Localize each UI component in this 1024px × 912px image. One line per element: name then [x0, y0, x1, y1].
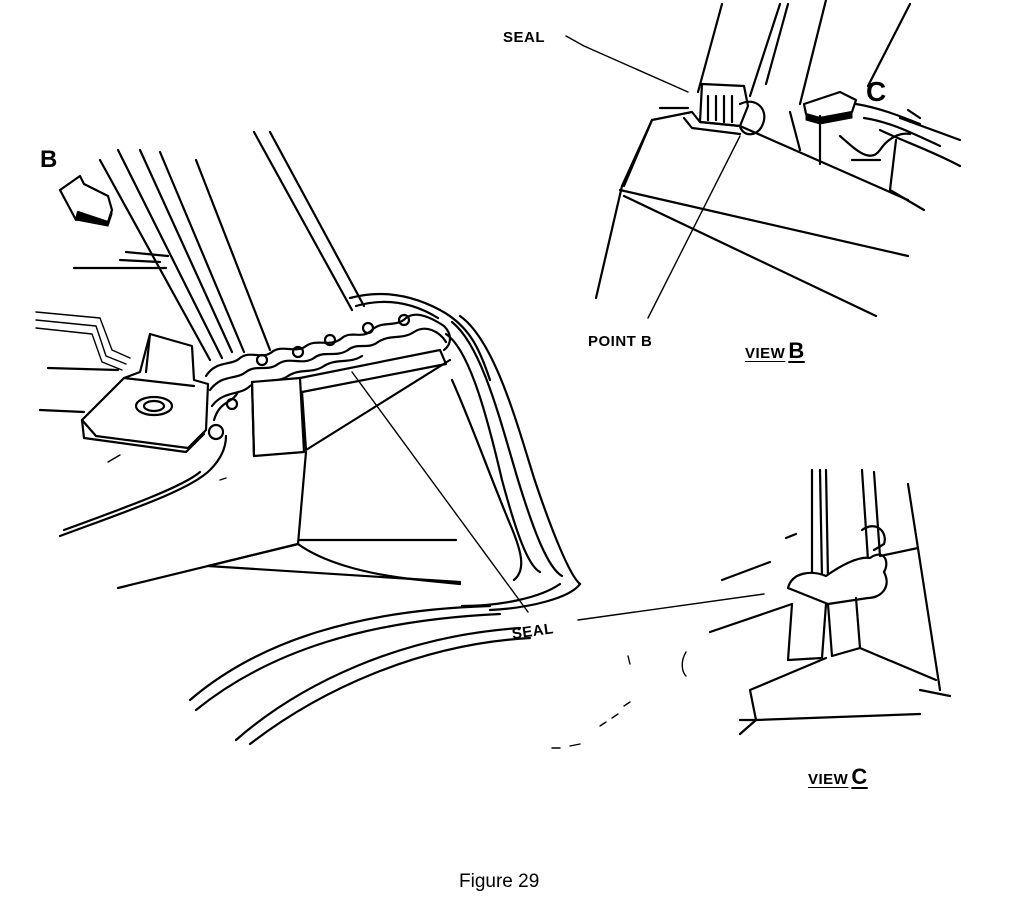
- view-b-arrow-label: B: [40, 146, 58, 173]
- view-c-title-letter: C: [851, 764, 868, 789]
- seal-leader-view-b: [565, 35, 689, 93]
- bracket-hole: [134, 395, 174, 417]
- figure-caption: Figure 29: [459, 871, 540, 892]
- view-c-title-word: VIEW: [808, 771, 849, 788]
- seal-leader-view-c: [577, 593, 765, 621]
- point-b-label: POINT B: [588, 333, 653, 350]
- door-seal-channel: [444, 332, 542, 574]
- mounting-bracket: [80, 332, 210, 450]
- point-b-leader: [647, 135, 741, 319]
- view-b-title-letter: B: [788, 338, 805, 363]
- main-view-drawing: [35, 130, 582, 746]
- view-c-marker-label: C: [866, 76, 887, 107]
- seal-leader-main: [351, 371, 529, 613]
- view-b-title-word: VIEW: [745, 345, 786, 362]
- view-c-drawing: [551, 468, 952, 749]
- seal-label-top: SEAL: [503, 29, 546, 46]
- seal-bead-main: [204, 313, 452, 378]
- view-b-drawing: [565, 0, 962, 319]
